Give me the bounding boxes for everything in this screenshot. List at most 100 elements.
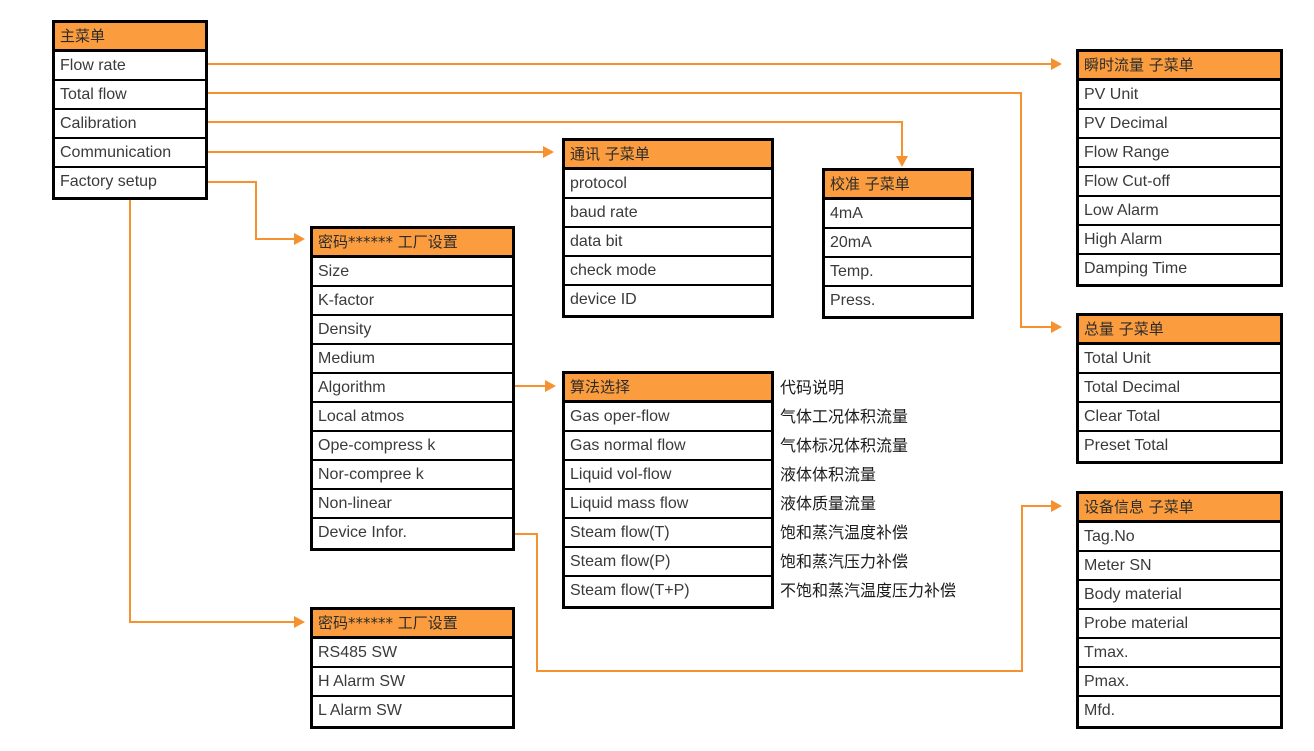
- calibration-item-20ma[interactable]: 20mA: [825, 229, 971, 258]
- algorithm-note-liquid-mass-flow: 液体质量流量: [780, 494, 877, 513]
- factory-setup-1-item-nor-compree-k[interactable]: Nor-compree k: [313, 461, 512, 490]
- factory-setup-1-item-non-linear[interactable]: Non-linear: [313, 490, 512, 519]
- device-info-item-tag-no[interactable]: Tag.No: [1079, 523, 1280, 552]
- calibration-item-temp[interactable]: Temp.: [825, 258, 971, 287]
- total-flow-submenu-header: 总量 子菜单: [1079, 316, 1280, 345]
- factory-setup-1-item-size[interactable]: Size: [313, 258, 512, 287]
- algorithm-item-steam-flow-p[interactable]: Steam flow(P): [565, 548, 771, 577]
- communication-item-check-mode[interactable]: check mode: [565, 257, 771, 286]
- algorithm-item-steam-flow-tp[interactable]: Steam flow(T+P): [570, 582, 690, 599]
- device-info-submenu-header: 设备信息 子菜单: [1079, 494, 1280, 523]
- algorithm-note-steam-flow-t: 饱和蒸汽温度补偿: [780, 523, 909, 542]
- connector-total-flow-h1: [208, 92, 1022, 94]
- main-menu-item-calibration[interactable]: Calibration: [55, 110, 205, 139]
- main-menu-box: 主菜单 Flow rate Total flow Calibration Com…: [52, 20, 208, 200]
- algorithm-select-header: 算法选择: [565, 374, 771, 403]
- factory-setup-box-1: 密码****** 工厂设置 Size K-factor Density Medi…: [310, 226, 515, 551]
- factory-setup-1-item-algorithm[interactable]: Algorithm: [313, 374, 512, 403]
- connector-factory2-h: [129, 621, 294, 623]
- algorithm-note-gas-normal-flow: 气体标况体积流量: [780, 436, 909, 455]
- communication-item-data-bit[interactable]: data bit: [565, 228, 771, 257]
- algorithm-note-steam-flow-p: 饱和蒸汽压力补偿: [780, 552, 909, 571]
- algorithm-select-box: 算法选择 Gas oper-flow Gas normal flow Liqui…: [562, 371, 774, 609]
- factory-setup-1-item-ope-compress-k[interactable]: Ope-compress k: [313, 432, 512, 461]
- algorithm-note-gas-oper-flow: 气体工况体积流量: [780, 407, 909, 426]
- calibration-submenu-box: 校准 子菜单 4mA 20mA Temp. Press.: [822, 168, 974, 319]
- factory-setup-1-item-medium[interactable]: Medium: [313, 345, 512, 374]
- calibration-item-4ma[interactable]: 4mA: [825, 200, 971, 229]
- flow-rate-item-damping-time[interactable]: Damping Time: [1084, 260, 1188, 277]
- total-flow-submenu-box: 总量 子菜单 Total Unit Total Decimal Clear To…: [1076, 313, 1283, 464]
- calibration-submenu-header: 校准 子菜单: [825, 171, 971, 200]
- communication-item-baud-rate[interactable]: baud rate: [565, 199, 771, 228]
- connector-device-info-h2: [536, 670, 1023, 672]
- flow-rate-item-pv-unit[interactable]: PV Unit: [1079, 81, 1280, 110]
- algorithm-note-steam-flow-tp: 不饱和蒸汽温度压力补偿: [780, 581, 957, 600]
- algorithm-notes-header: 代码说明: [780, 378, 845, 397]
- connector-device-info-arrow: [1051, 500, 1062, 512]
- flow-rate-item-flow-range[interactable]: Flow Range: [1079, 139, 1280, 168]
- connector-calibration-v: [901, 121, 903, 164]
- total-flow-item-total-unit[interactable]: Total Unit: [1079, 345, 1280, 374]
- device-info-item-mfd[interactable]: Mfd.: [1084, 702, 1116, 719]
- communication-submenu-box: 通讯 子菜单 protocol baud rate data bit check…: [562, 138, 774, 318]
- connector-device-info-v2: [1021, 505, 1023, 672]
- connector-total-flow-arrow: [1051, 321, 1062, 333]
- algorithm-item-steam-flow-t[interactable]: Steam flow(T): [565, 519, 771, 548]
- connector-factory2-v: [129, 196, 131, 623]
- device-info-item-tmax[interactable]: Tmax.: [1079, 639, 1280, 668]
- total-flow-item-total-decimal[interactable]: Total Decimal: [1079, 374, 1280, 403]
- algorithm-item-gas-oper-flow[interactable]: Gas oper-flow: [565, 403, 771, 432]
- factory-setup-2-item-l-alarm-sw[interactable]: L Alarm SW: [318, 702, 402, 719]
- factory-setup-1-item-device-infor[interactable]: Device Infor.: [318, 524, 407, 541]
- connector-calibration-arrow: [896, 156, 908, 167]
- algorithm-item-gas-normal-flow[interactable]: Gas normal flow: [565, 432, 771, 461]
- connector-communication: [208, 151, 543, 153]
- connector-factory1-v: [255, 181, 257, 239]
- connector-device-info-h1: [513, 533, 538, 535]
- factory-setup-1-item-local-atmos[interactable]: Local atmos: [313, 403, 512, 432]
- factory-setup-box-2: 密码****** 工厂设置 RS485 SW H Alarm SW L Alar…: [310, 607, 515, 729]
- algorithm-item-liquid-mass-flow[interactable]: Liquid mass flow: [565, 490, 771, 519]
- device-info-item-probe-material[interactable]: Probe material: [1079, 610, 1280, 639]
- connector-device-info-h3: [1021, 505, 1051, 507]
- main-menu-item-total-flow[interactable]: Total flow: [55, 81, 205, 110]
- device-info-item-pmax[interactable]: Pmax.: [1079, 668, 1280, 697]
- connector-factory1-h1: [208, 181, 257, 183]
- factory-setup-1-item-k-factor[interactable]: K-factor: [313, 287, 512, 316]
- factory-setup-1-item-density[interactable]: Density: [313, 316, 512, 345]
- main-menu-item-flow-rate[interactable]: Flow rate: [55, 52, 205, 81]
- connector-device-info-v1: [536, 533, 538, 672]
- calibration-item-press[interactable]: Press.: [830, 292, 876, 309]
- device-info-item-body-material[interactable]: Body material: [1079, 581, 1280, 610]
- main-menu-item-communication[interactable]: Communication: [55, 139, 205, 168]
- total-flow-item-preset-total[interactable]: Preset Total: [1084, 437, 1169, 454]
- connector-algorithm: [513, 385, 545, 387]
- connector-calibration-h: [208, 121, 903, 123]
- factory-setup-2-item-rs485-sw[interactable]: RS485 SW: [313, 639, 512, 668]
- connector-algorithm-arrow: [545, 380, 556, 392]
- connector-total-flow-h2: [1020, 326, 1051, 328]
- algorithm-item-liquid-vol-flow[interactable]: Liquid vol-flow: [565, 461, 771, 490]
- factory-setup-2-item-h-alarm-sw[interactable]: H Alarm SW: [313, 668, 512, 697]
- factory-setup-2-header: 密码****** 工厂设置: [313, 610, 512, 639]
- communication-item-protocol[interactable]: protocol: [565, 170, 771, 199]
- total-flow-item-clear-total[interactable]: Clear Total: [1079, 403, 1280, 432]
- connector-factory2-arrow: [294, 616, 305, 628]
- main-menu-item-factory-setup[interactable]: Factory setup: [60, 173, 157, 190]
- flow-rate-submenu-box: 瞬时流量 子菜单 PV Unit PV Decimal Flow Range F…: [1076, 49, 1283, 287]
- connector-total-flow-v: [1020, 92, 1022, 327]
- communication-submenu-header: 通讯 子菜单: [565, 141, 771, 170]
- connector-factory1-arrow: [294, 233, 305, 245]
- communication-item-device-id[interactable]: device ID: [570, 291, 637, 308]
- main-menu-header: 主菜单: [55, 23, 205, 52]
- connector-factory1-h2: [255, 238, 295, 240]
- connector-communication-arrow: [543, 146, 554, 158]
- flow-rate-item-low-alarm[interactable]: Low Alarm: [1079, 197, 1280, 226]
- device-info-item-meter-sn[interactable]: Meter SN: [1079, 552, 1280, 581]
- flow-rate-item-high-alarm[interactable]: High Alarm: [1079, 226, 1280, 255]
- flow-rate-item-pv-decimal[interactable]: PV Decimal: [1079, 110, 1280, 139]
- flow-rate-item-flow-cut-off[interactable]: Flow Cut-off: [1079, 168, 1280, 197]
- algorithm-note-liquid-vol-flow: 液体体积流量: [780, 465, 877, 484]
